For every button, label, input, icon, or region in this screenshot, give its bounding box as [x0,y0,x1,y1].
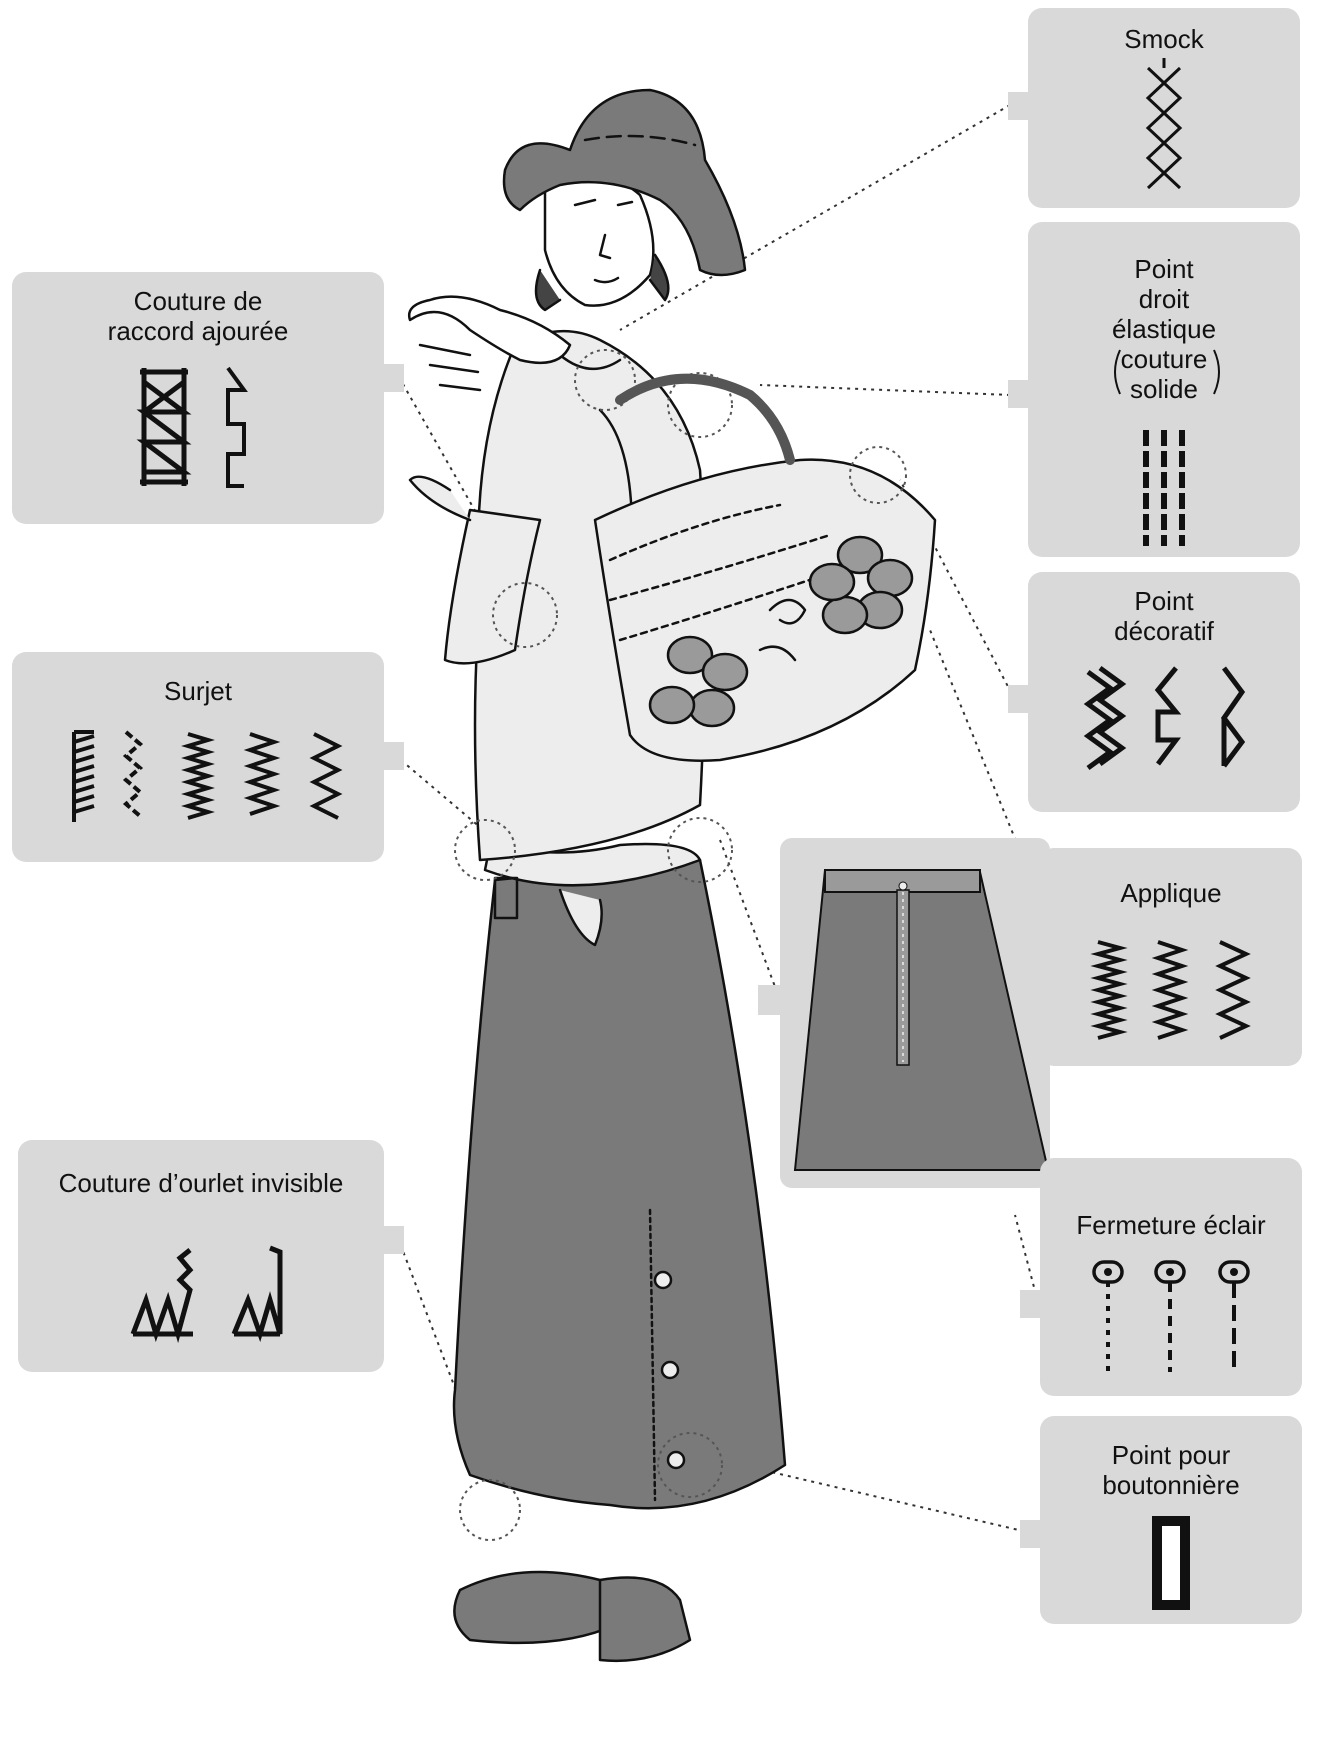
label-decoratif-1: Point [1134,586,1194,616]
label-bouton-1: Point pour [1111,1440,1231,1470]
left-shoe [453,1570,617,1645]
skirt-button-1 [653,1270,673,1290]
label-point-droit-3: élastique [1111,314,1217,344]
skirt-button-2 [660,1360,680,1380]
skirt-slit [648,1208,657,1502]
zipper-stitch-icon [1092,1260,1250,1372]
skirt [452,858,787,1510]
straight-stitch-icon [1114,349,1220,546]
box-smock: Smock [1028,8,1300,208]
arm [443,508,542,665]
label-ourlet: Couture d’ourlet invisible [58,1168,344,1198]
overlock-stitch-icon [72,730,343,822]
bag-strap [615,373,795,465]
label-smock: Smock [1124,24,1204,54]
hands [407,295,572,365]
tab-smock [1008,92,1030,120]
tab-ourlet [382,1226,404,1254]
box-raccord-ajouree: Couture de raccord ajourée [12,272,384,524]
tab-point-droit [1008,380,1030,408]
blind-hem-stitch-icon [130,1245,283,1344]
smock-stitch-icon [1145,58,1183,190]
hat [502,88,747,277]
skirt-button-3 [666,1450,686,1470]
label-point-droit-5: solide [1130,374,1198,404]
tab-bouton [1020,1520,1042,1548]
box-point-decoratif: Point décoratif [1028,572,1300,812]
label-point-droit-1: Point [1134,254,1194,284]
tab-raccord [382,364,404,392]
label-fermeture: Fermeture éclair [1076,1210,1266,1240]
face [543,171,655,307]
bag-flower-2 [648,635,749,728]
box-surjet: Surjet [12,652,384,862]
applique-stitch-icon [1090,940,1251,1040]
bag-flower-1 [808,535,914,635]
label-raccord-2: raccord ajourée [107,316,289,346]
label-surjet: Surjet [164,676,232,706]
label-raccord-1: Couture de [133,286,263,316]
belt-buckle [493,876,519,920]
box-point-droit-elastique: Point droit élastique couture solide [1028,222,1300,557]
tab-surjet [382,742,404,770]
woman-figure [407,88,937,1663]
label-point-droit-2: droit [1138,284,1190,314]
right-shoe [598,1576,692,1663]
skirt-detail-inset [758,838,1050,1188]
faggoting-stitch-icon [136,366,248,488]
label-decoratif-2: décoratif [1114,616,1214,646]
tab-decoratif [1008,685,1030,713]
highlight-circles [454,349,907,1541]
tab-fermeture [1020,1290,1042,1318]
box-applique: Applique [1040,848,1302,1066]
buttonhole-stitch-icon [1152,1516,1190,1610]
hair [534,253,670,312]
box-ourlet-invisible: Couture d’ourlet invisible [18,1140,384,1372]
box-fermeture-eclair: Fermeture éclair [1040,1158,1302,1396]
box-point-boutonniere: Point pour boutonnière [1040,1416,1302,1624]
decorative-stitch-icon [1083,665,1246,771]
label-bouton-2: boutonnière [1102,1470,1240,1500]
label-applique: Applique [1120,878,1222,908]
bag [593,458,937,762]
label-point-droit-4: couture [1120,344,1208,374]
